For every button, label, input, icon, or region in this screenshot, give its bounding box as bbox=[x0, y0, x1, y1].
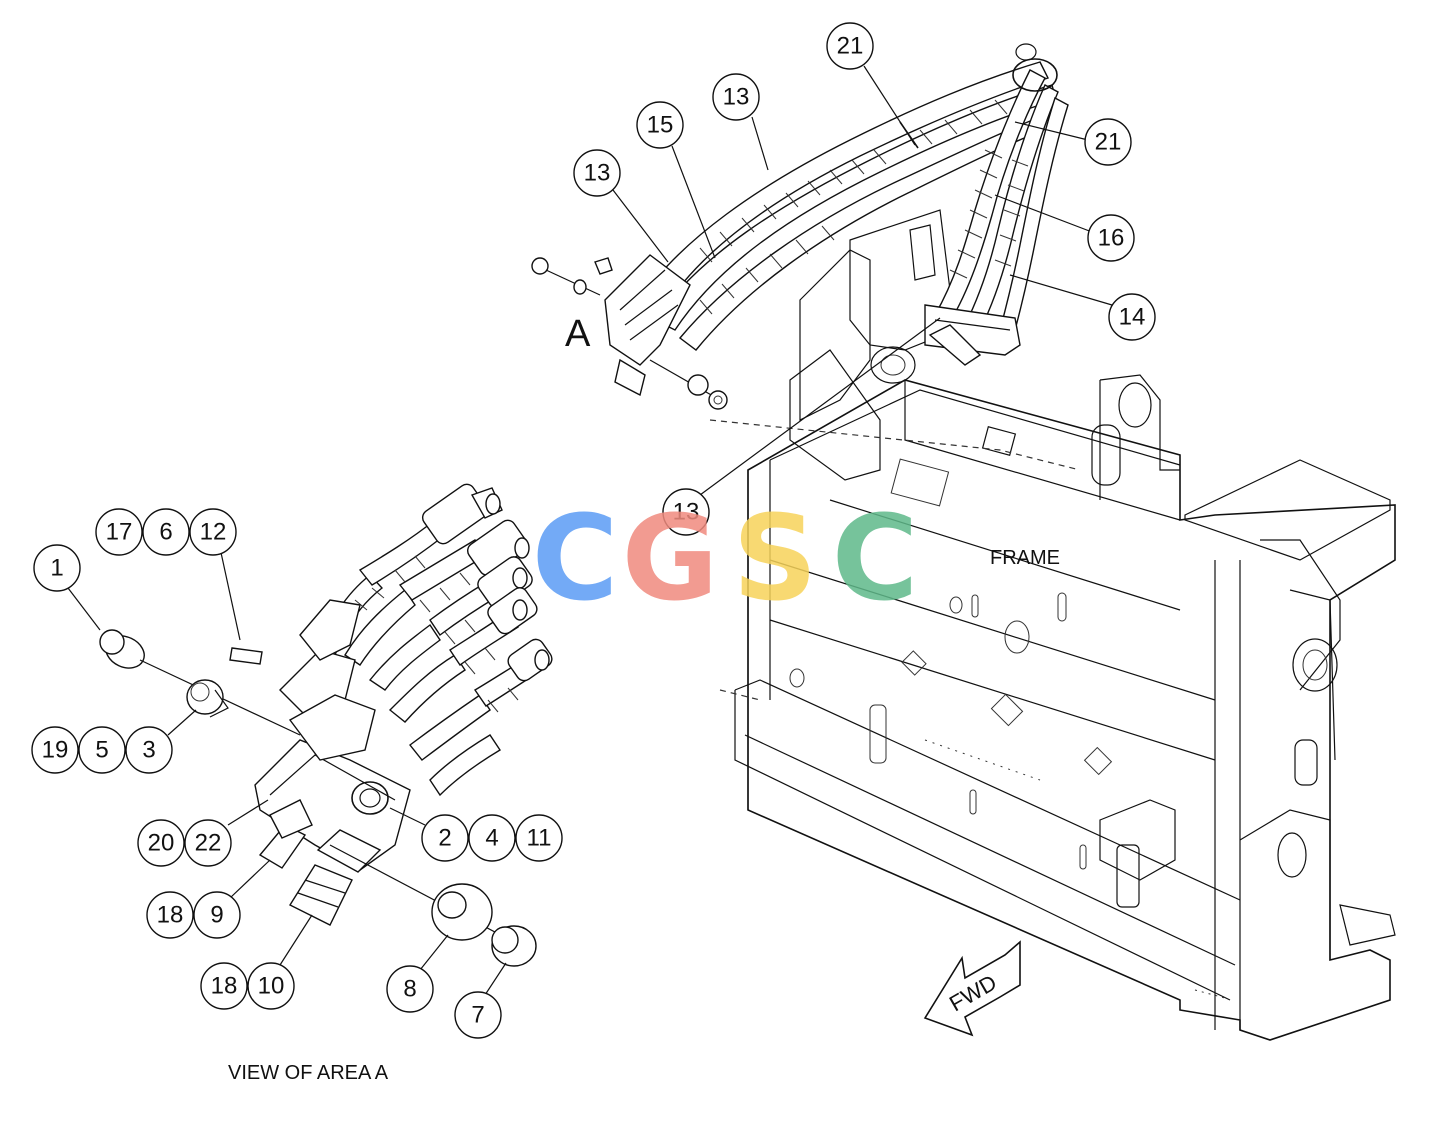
callout-19: 19 bbox=[31, 726, 79, 774]
svg-text:2: 2 bbox=[438, 825, 451, 852]
callout-2: 2 bbox=[421, 814, 469, 862]
callout-14: 14 bbox=[1108, 293, 1156, 341]
svg-text:4: 4 bbox=[485, 825, 498, 852]
callout-8: 8 bbox=[386, 965, 434, 1013]
callout-12: 12 bbox=[189, 508, 237, 556]
svg-text:3: 3 bbox=[142, 737, 155, 764]
fwd-label: FWD bbox=[945, 970, 1001, 1017]
svg-text:12: 12 bbox=[200, 519, 227, 546]
watermark-letter-1: C bbox=[532, 489, 619, 627]
svg-text:20: 20 bbox=[148, 830, 175, 857]
svg-text:16: 16 bbox=[1098, 225, 1125, 252]
svg-text:13: 13 bbox=[723, 84, 750, 111]
watermark-letter-4: C bbox=[832, 489, 919, 627]
svg-text:14: 14 bbox=[1119, 304, 1146, 331]
svg-text:8: 8 bbox=[403, 976, 416, 1003]
svg-text:18: 18 bbox=[157, 902, 184, 929]
callout-18-upper: 18 bbox=[146, 891, 194, 939]
callout-18-lower: 18 bbox=[200, 962, 248, 1010]
callout-9: 9 bbox=[193, 891, 241, 939]
callout-22: 22 bbox=[184, 819, 232, 867]
area-a-marker: A bbox=[565, 313, 591, 355]
callout-4: 4 bbox=[468, 814, 516, 862]
svg-text:18: 18 bbox=[211, 973, 238, 1000]
svg-text:13: 13 bbox=[584, 160, 611, 187]
callout-16: 16 bbox=[1087, 214, 1135, 262]
callout-17: 17 bbox=[95, 508, 143, 556]
fitting-bolt-top-right bbox=[649, 359, 728, 410]
svg-text:17: 17 bbox=[106, 519, 133, 546]
svg-text:15: 15 bbox=[647, 112, 674, 139]
watermark-letter-2: G bbox=[622, 489, 719, 627]
callout-7: 7 bbox=[454, 991, 502, 1039]
view-caption: VIEW OF AREA A bbox=[228, 1062, 389, 1084]
svg-text:22: 22 bbox=[195, 830, 222, 857]
callout-21-top: 21 bbox=[826, 22, 874, 70]
callout-1: 1 bbox=[33, 544, 81, 592]
callout-13-frame: 13 bbox=[662, 488, 710, 536]
hose-assembly bbox=[531, 43, 1069, 410]
svg-text:1: 1 bbox=[50, 555, 63, 582]
area-a-detail bbox=[99, 483, 553, 967]
bolt-assembly-left bbox=[99, 629, 301, 736]
frame-label: FRAME bbox=[990, 547, 1060, 569]
watermark-letter-3: S bbox=[733, 489, 818, 627]
fitting-bolt-top-left bbox=[531, 257, 613, 296]
svg-text:19: 19 bbox=[42, 737, 69, 764]
svg-text:21: 21 bbox=[837, 33, 864, 60]
callout-20: 20 bbox=[137, 819, 185, 867]
svg-text:7: 7 bbox=[471, 1002, 484, 1029]
callout-10: 10 bbox=[247, 962, 295, 1010]
bolt-assembly-right bbox=[329, 844, 537, 967]
callout-13-top: 13 bbox=[712, 73, 760, 121]
svg-text:11: 11 bbox=[527, 825, 552, 852]
fwd-arrow: FWD bbox=[923, 940, 1021, 1037]
svg-text:10: 10 bbox=[258, 973, 285, 1000]
callout-11: 11 bbox=[515, 814, 563, 862]
svg-text:5: 5 bbox=[95, 737, 108, 764]
leader-lines bbox=[67, 65, 1113, 996]
callout-3: 3 bbox=[125, 726, 173, 774]
svg-text:9: 9 bbox=[210, 902, 223, 929]
callout-21-right: 21 bbox=[1084, 118, 1132, 166]
callout-6: 6 bbox=[142, 508, 190, 556]
watermark-logo: C G S C bbox=[532, 489, 919, 627]
callout-5: 5 bbox=[78, 726, 126, 774]
svg-text:21: 21 bbox=[1095, 129, 1122, 156]
callout-15: 15 bbox=[636, 101, 684, 149]
svg-text:6: 6 bbox=[159, 519, 172, 546]
callout-13-left: 13 bbox=[573, 149, 621, 197]
frame-structure bbox=[709, 209, 1396, 1041]
svg-text:13: 13 bbox=[673, 499, 700, 526]
callout-bubbles: 21 13 15 13 21 16 14 13 17 6 12 1 19 5 3… bbox=[31, 22, 1156, 1039]
